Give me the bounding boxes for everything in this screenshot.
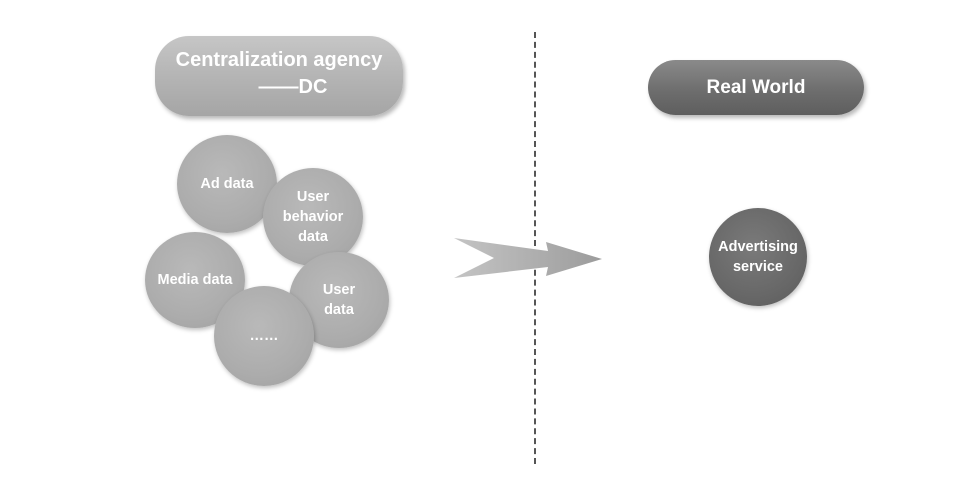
node-ellipsis: …… xyxy=(214,286,314,386)
centralization-agency-label: Centralization agency ——DC xyxy=(155,36,403,116)
centralization-agency-title: Centralization agency xyxy=(175,49,383,71)
arrow-icon xyxy=(454,238,602,278)
dc-subtitle: ——DC xyxy=(258,76,328,98)
real-world-label: Real World xyxy=(648,60,864,115)
node-advertising-service: Advertising service xyxy=(709,208,807,306)
node-user-data: User data xyxy=(289,252,389,348)
node-ad-data: Ad data xyxy=(177,135,277,233)
node-user-behavior-data: User behavior data xyxy=(263,168,363,266)
dashed-divider xyxy=(534,32,536,464)
